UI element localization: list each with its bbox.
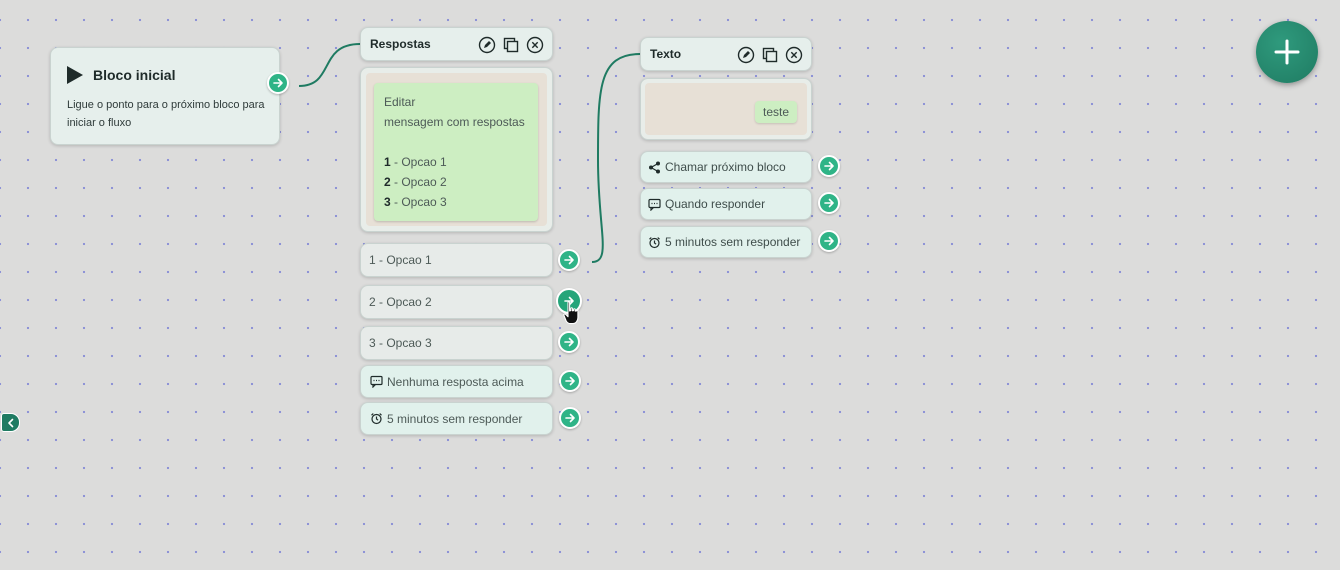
texto-block-header[interactable]: Texto — [640, 37, 812, 71]
output-opcao-1[interactable]: 1 - Opcao 1 — [360, 243, 553, 277]
share-icon — [647, 160, 661, 174]
output-chamar-proximo-bloco-connector[interactable] — [818, 155, 840, 177]
texto-block-title: Texto — [650, 47, 682, 61]
message-bubble: teste — [754, 101, 797, 123]
output-5-minutos-connector[interactable] — [559, 407, 581, 429]
close-icon[interactable] — [526, 36, 544, 54]
sidebar-toggle-button[interactable] — [1, 413, 20, 432]
output-5-minutos-texto[interactable]: 5 minutos sem responder — [640, 226, 812, 258]
output-label: Nenhuma resposta acima — [387, 374, 524, 389]
output-opcao-3-connector[interactable] — [558, 331, 580, 353]
arrow-right-icon — [824, 198, 834, 208]
arrow-right-icon — [564, 337, 574, 347]
chat-icon — [369, 375, 383, 389]
arrow-right-icon — [273, 78, 283, 88]
start-block-title: Bloco inicial — [67, 66, 175, 84]
arrow-right-icon — [564, 255, 574, 265]
texto-message-preview[interactable]: teste — [640, 78, 812, 140]
output-5-minutos-texto-connector[interactable] — [818, 230, 840, 252]
start-block[interactable]: Bloco inicial Ligue o ponto para o próxi… — [50, 47, 280, 145]
output-opcao-2[interactable]: 2 - Opcao 2 — [360, 285, 553, 319]
start-block-title-text: Bloco inicial — [93, 67, 176, 83]
edge-start-to-respostas — [298, 43, 361, 87]
output-opcao-1-connector[interactable] — [558, 249, 580, 271]
respostas-block-title: Respostas — [370, 37, 431, 51]
respostas-message-preview[interactable]: Editar mensagem com respostas 1 - Opcao … — [360, 67, 553, 232]
output-label: 1 - Opcao 1 — [369, 253, 432, 267]
chat-background: Editar mensagem com respostas 1 - Opcao … — [366, 73, 547, 226]
chat-icon — [647, 197, 661, 211]
message-bubble: Editar mensagem com respostas 1 - Opcao … — [374, 83, 538, 221]
output-quando-responder-connector[interactable] — [818, 192, 840, 214]
texto-block-tools — [737, 46, 803, 64]
option-preview-line: 2 - Opcao 2 — [384, 175, 447, 189]
output-chamar-proximo-bloco[interactable]: Chamar próximo bloco — [640, 151, 812, 183]
output-label: Chamar próximo bloco — [665, 160, 786, 174]
output-nenhuma-resposta-connector[interactable] — [559, 370, 581, 392]
edge-opcao1-to-texto — [591, 53, 641, 263]
plus-icon — [1274, 39, 1300, 65]
output-label: 3 - Opcao 3 — [369, 336, 432, 350]
option-preview-line: 1 - Opcao 1 — [384, 155, 447, 169]
add-block-button[interactable] — [1256, 21, 1318, 83]
output-label: 5 minutos sem responder — [387, 411, 523, 426]
arrow-right-icon — [824, 161, 834, 171]
arrow-right-icon — [565, 376, 575, 386]
edit-icon[interactable] — [737, 46, 755, 64]
alarm-icon — [647, 235, 661, 249]
output-nenhuma-resposta[interactable]: Nenhuma resposta acima — [360, 365, 553, 398]
option-preview-line: 3 - Opcao 3 — [384, 195, 447, 209]
output-label: 2 - Opcao 2 — [369, 295, 432, 309]
duplicate-icon[interactable] — [761, 46, 779, 64]
respostas-block-header[interactable]: Respostas — [360, 27, 553, 61]
output-label: Quando responder — [665, 197, 766, 211]
close-icon[interactable] — [785, 46, 803, 64]
start-block-description: Ligue o ponto para o próximo bloco para … — [67, 99, 265, 129]
output-quando-responder[interactable]: Quando responder — [640, 188, 812, 220]
play-icon — [67, 66, 83, 84]
arrow-right-icon — [565, 413, 575, 423]
respostas-block-tools — [478, 36, 544, 54]
output-opcao-3[interactable]: 3 - Opcao 3 — [360, 326, 553, 360]
hand-pointer-cursor-icon — [563, 301, 579, 325]
chevron-left-icon — [7, 418, 13, 427]
output-5-minutos[interactable]: 5 minutos sem responder — [360, 402, 553, 435]
message-line: mensagem com respostas — [384, 115, 525, 129]
alarm-icon — [369, 412, 383, 426]
duplicate-icon[interactable] — [502, 36, 520, 54]
edit-icon[interactable] — [478, 36, 496, 54]
arrow-right-icon — [824, 236, 834, 246]
message-line: Editar — [384, 95, 416, 109]
arrow-right-icon — [564, 296, 574, 306]
chat-background: teste — [645, 83, 807, 135]
start-block-output-connector[interactable] — [267, 72, 289, 94]
output-label: 5 minutos sem responder — [665, 235, 801, 249]
